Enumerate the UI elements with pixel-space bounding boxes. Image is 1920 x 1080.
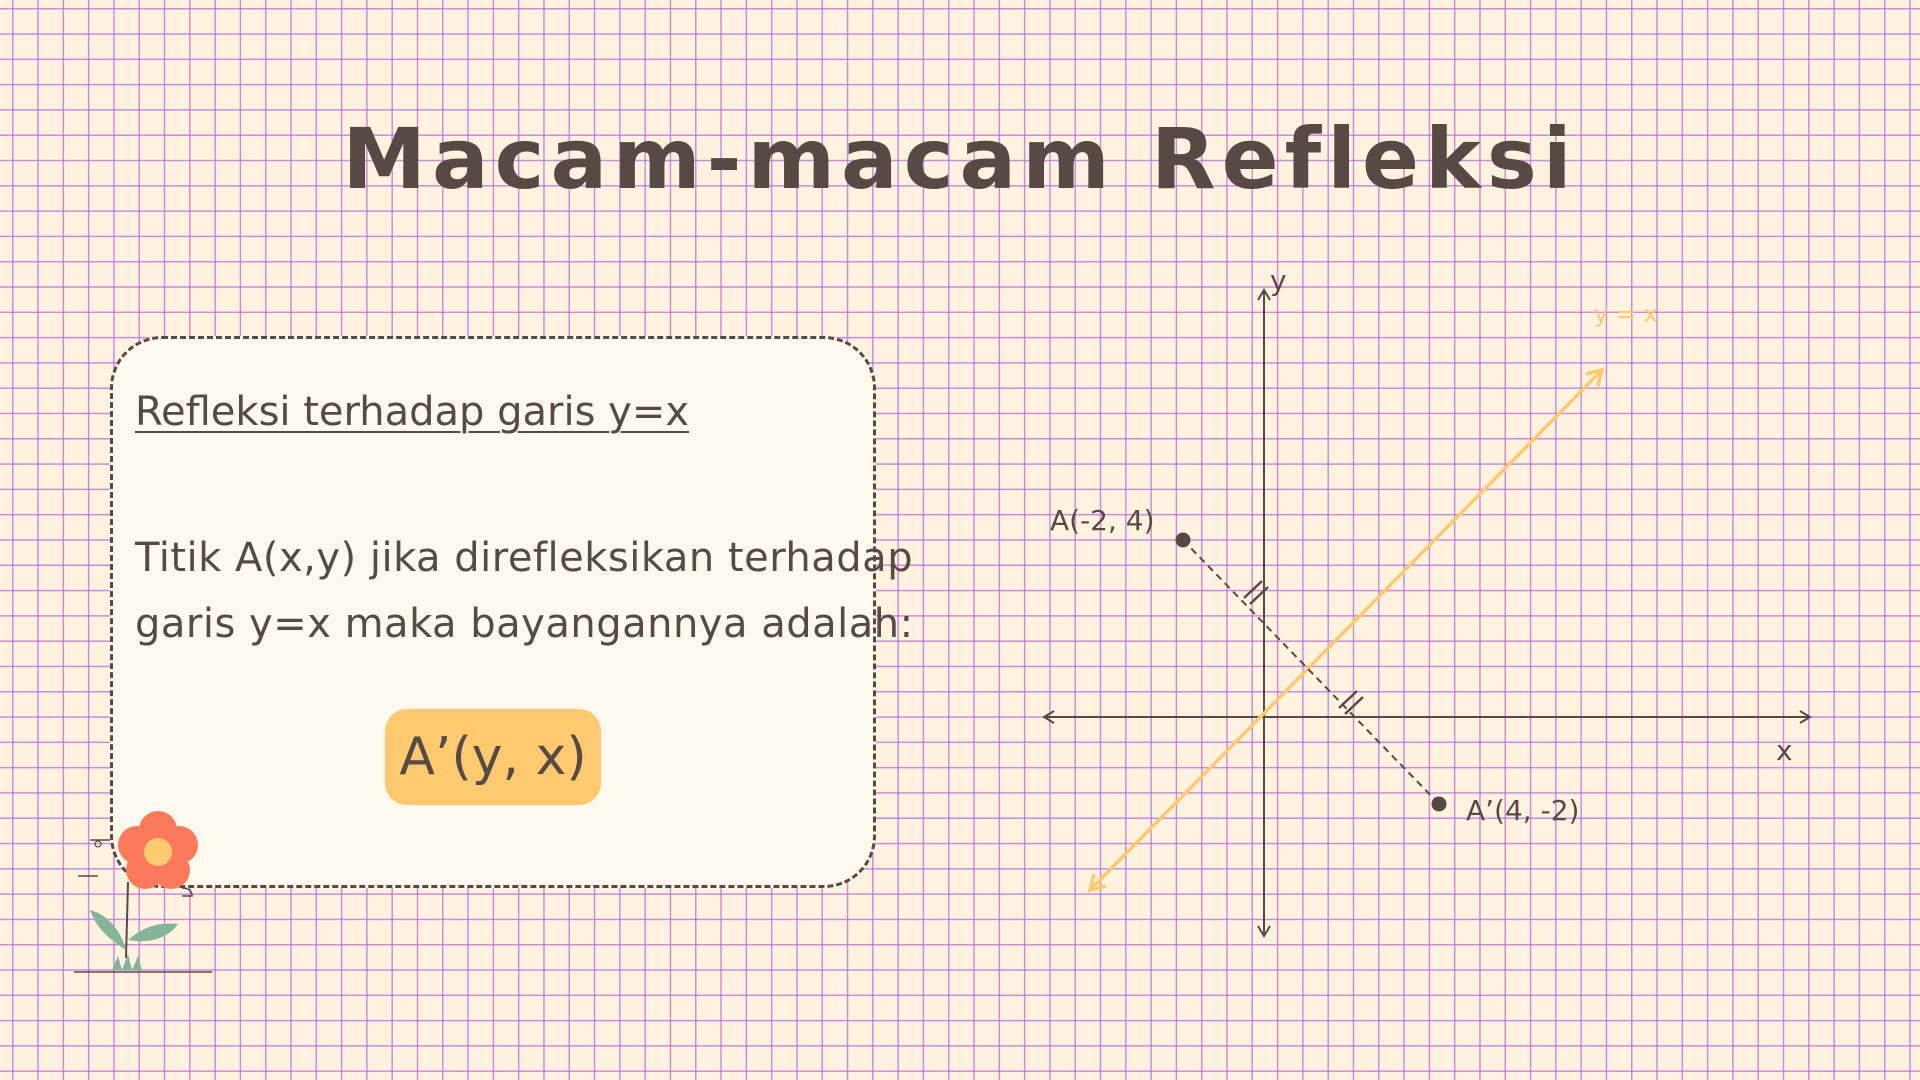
definition-card: Refleksi terhadap garis y=x Titik A(x,y)… xyxy=(110,336,914,888)
equal-length-mark-1 xyxy=(1243,580,1269,605)
point-image-label: A’(4, -2) xyxy=(1466,794,1579,827)
mirror-line xyxy=(1088,368,1604,892)
y-axis-label: y xyxy=(1270,264,1287,297)
x-axis-label: x xyxy=(1776,734,1793,767)
reflection-graph: x y y = x A(-2, 4) A’(4, -2) xyxy=(1042,264,1812,938)
card-body: Titik A(x,y) jika direfleksikan terhadap… xyxy=(135,525,914,657)
point-image xyxy=(1431,796,1447,812)
slide-title: Macam-macam Refleksi xyxy=(342,110,1578,208)
reflection-connector xyxy=(1182,539,1440,805)
card-body-line-2: garis y=x maka bayangannya adalah: xyxy=(135,601,914,647)
flower-icon xyxy=(74,811,212,973)
point-original-label: A(-2, 4) xyxy=(1050,504,1155,537)
equal-length-mark-2 xyxy=(1338,690,1364,715)
result-badge: A’(y, x) xyxy=(385,709,601,805)
mirror-line-label: y = x xyxy=(1594,300,1658,328)
point-original xyxy=(1175,532,1191,548)
card-body-line-1: Titik A(x,y) jika direfleksikan terhadap xyxy=(135,535,914,581)
card-heading: Refleksi terhadap garis y=x xyxy=(135,389,690,435)
